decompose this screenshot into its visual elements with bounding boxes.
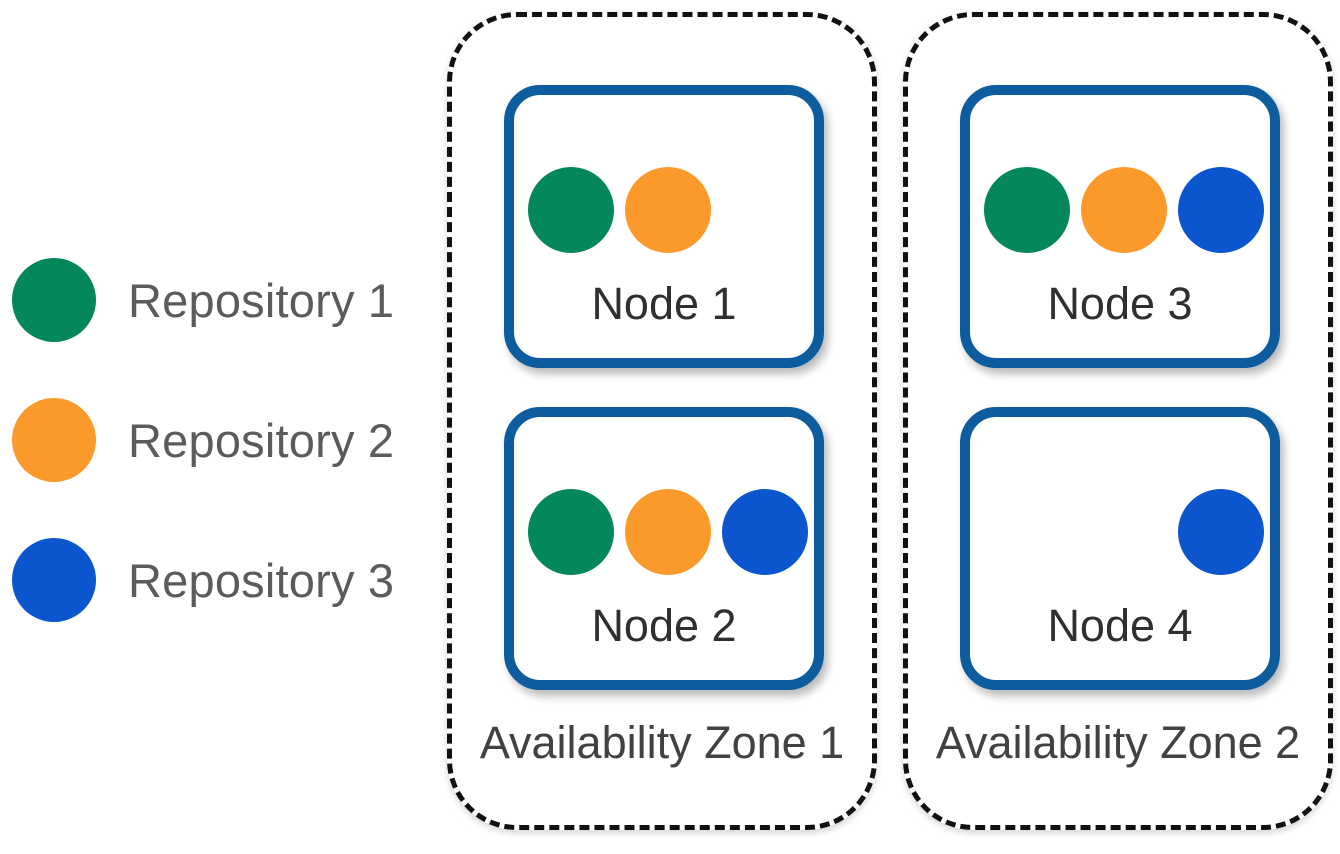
legend-item: Repository 2	[0, 370, 430, 510]
circle-icon	[12, 258, 96, 342]
repository-dot-repository-2	[1081, 167, 1167, 253]
legend-item: Repository 1	[0, 230, 430, 370]
legend-item: Repository 3	[0, 510, 430, 650]
node-repository-dots	[522, 167, 806, 253]
node-repository-dots	[978, 489, 1264, 575]
repository-dot-repository-3	[722, 489, 808, 575]
repository-dot-repository-1	[984, 167, 1070, 253]
node-card-node-3: Node 3	[960, 85, 1280, 368]
availability-zone-1: Node 1 Node 2 Availability Zone 1	[447, 12, 877, 830]
repository-dot-repository-1	[528, 167, 614, 253]
repository-dot-repository-2	[625, 167, 711, 253]
legend-item-label: Repository 3	[128, 553, 395, 607]
legend: Repository 1 Repository 2 Repository 3	[0, 230, 430, 650]
node-repository-dots	[522, 489, 808, 575]
repository-dot-repository-1	[528, 489, 614, 575]
availability-zone-label: Availability Zone 2	[935, 717, 1301, 768]
availability-zone-label: Availability Zone 1	[479, 717, 845, 768]
availability-zone-2: Node 3 Node 4 Availability Zone 2	[903, 12, 1333, 830]
legend-item-label: Repository 2	[128, 413, 395, 467]
node-card-node-2: Node 2	[504, 407, 824, 690]
circle-icon	[12, 398, 96, 482]
node-label: Node 3	[1047, 278, 1193, 329]
repository-dot-repository-2	[625, 489, 711, 575]
node-label: Node 4	[1047, 600, 1193, 651]
node-repository-dots	[978, 167, 1264, 253]
circle-icon	[12, 538, 96, 622]
node-card-node-1: Node 1	[504, 85, 824, 368]
legend-item-label: Repository 1	[128, 273, 395, 327]
repository-dot-repository-3	[1178, 489, 1264, 575]
node-card-node-4: Node 4	[960, 407, 1280, 690]
node-label: Node 2	[591, 600, 737, 651]
node-label: Node 1	[591, 278, 737, 329]
repository-dot-repository-3	[1178, 167, 1264, 253]
